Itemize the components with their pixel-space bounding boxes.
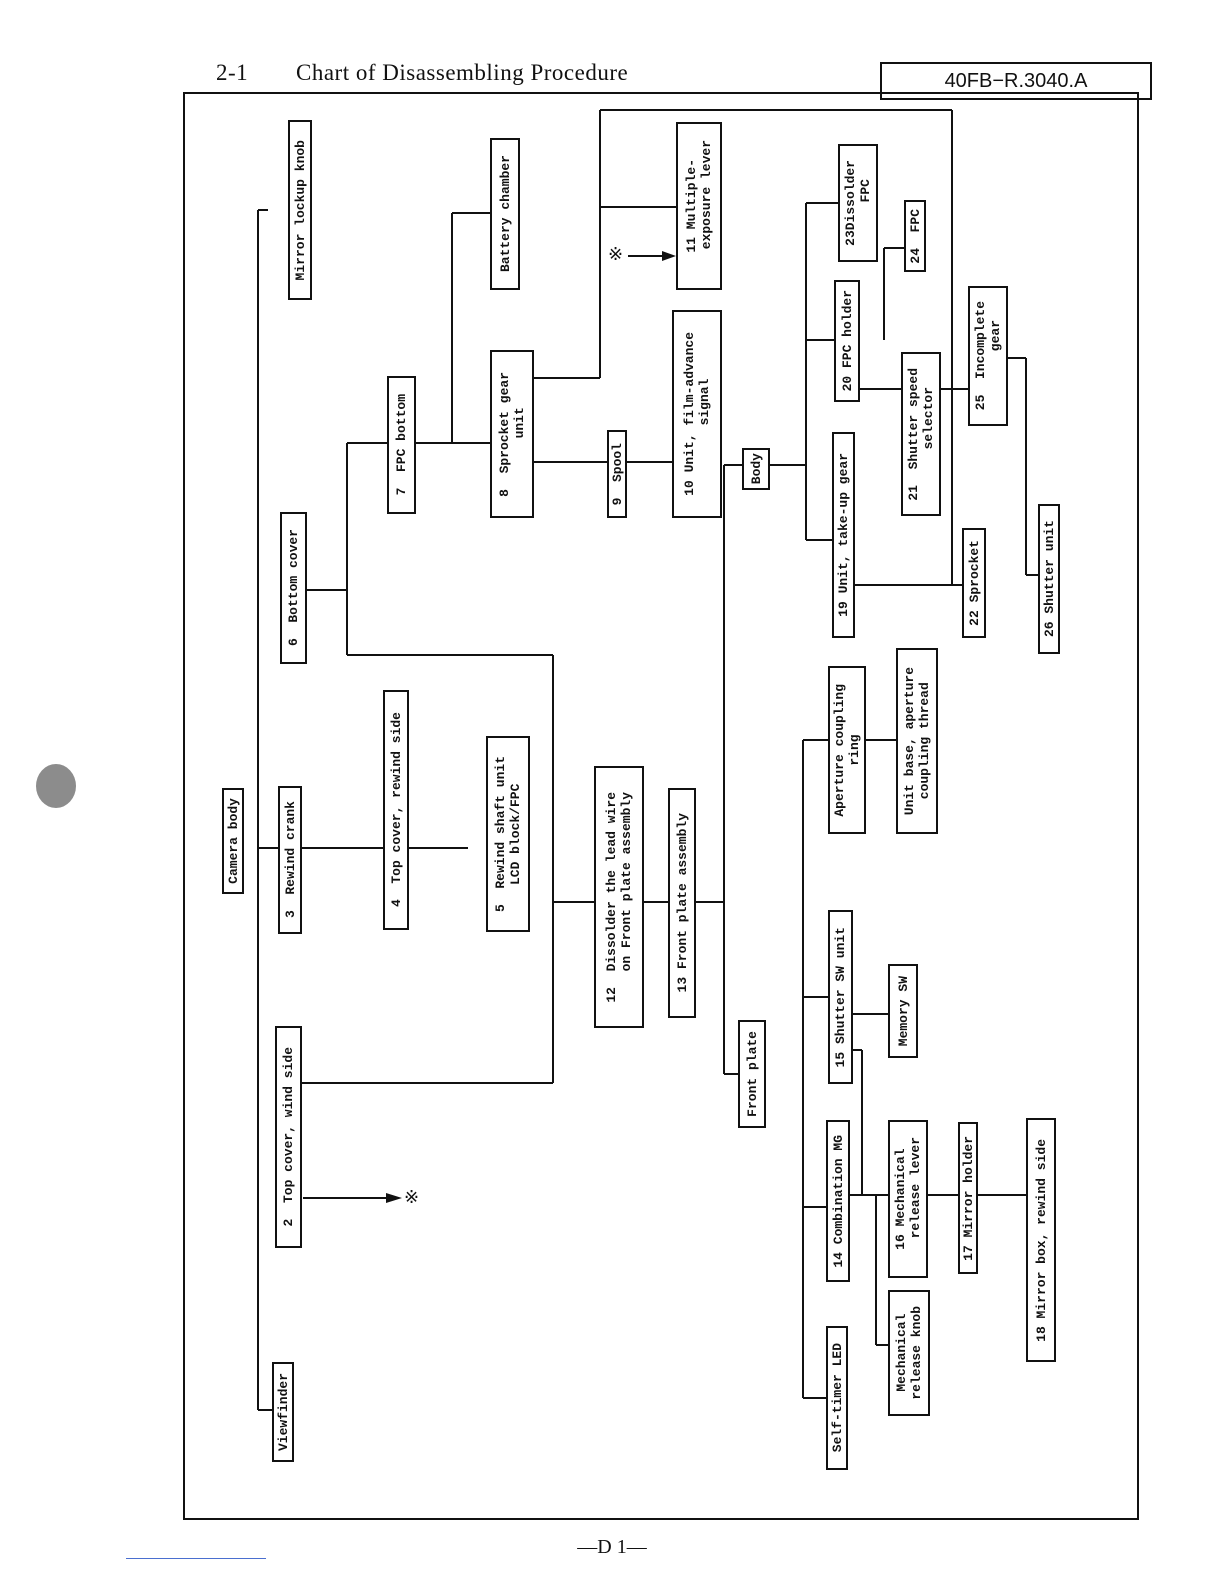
node-4-top-cover-rewind-side: 4 Top cover, rewind side xyxy=(383,690,409,930)
node-19-take-up-gear: 19 Unit, take-up gear xyxy=(832,432,855,638)
document-number: 40FB−R.3040.A xyxy=(880,62,1152,100)
section-heading: 2-1 Chart of Disassembling Procedure xyxy=(216,60,628,86)
node-24-fpc: 24 FPC xyxy=(904,200,926,272)
node-15-shutter-sw-unit: 15 Shutter SW unit xyxy=(828,910,853,1084)
page-number: —D 1— xyxy=(577,1536,647,1558)
node-14-combination-mg: 14 Combination MG xyxy=(826,1120,850,1282)
node-mirror-lockup-knob: Mirror lockup knob xyxy=(288,120,312,300)
reference-mark: ※ xyxy=(608,244,624,265)
node-camera-body: Camera body xyxy=(222,788,244,894)
node-aperture-coupling-ring: Aperture coupling ring xyxy=(828,666,866,834)
reference-mark: ※ xyxy=(404,1187,420,1208)
page-title: Chart of Disassembling Procedure xyxy=(296,60,629,85)
node-8-sprocket-gear-unit: 8 Sprocket gear unit xyxy=(490,350,534,518)
chart-frame xyxy=(183,92,1139,1520)
node-self-timer-led: Self-timer LED xyxy=(826,1326,848,1470)
node-17-mirror-holder: 17 Mirror holder xyxy=(958,1122,978,1274)
node-5-rewind-shaft-unit: 5 Rewind shaft unit LCD block/FPC xyxy=(486,736,530,932)
node-22-sprocket: 22 Sprocket xyxy=(962,528,986,638)
blue-rule xyxy=(126,1558,266,1559)
node-viewfinder: Viewfinder xyxy=(272,1362,294,1462)
node-20-fpc-holder: 20 FPC holder xyxy=(834,280,860,402)
node-6-bottom-cover: 6 Bottom cover xyxy=(280,512,307,664)
node-battery-chamber: Battery chamber xyxy=(490,138,520,290)
node-26-shutter-unit: 26 Shutter unit xyxy=(1038,504,1060,654)
node-23-dissolder-fpc: 23Dissolder FPC xyxy=(838,144,878,262)
node-16-mechanical-release-lever: 16 Mechanical release lever xyxy=(888,1120,928,1278)
node-body: Body xyxy=(742,448,770,490)
node-3-rewind-crank: 3 Rewind crank xyxy=(278,786,302,934)
node-unit-base-aperture-coupling-thread: Unit base, aperture coupling thread xyxy=(896,648,938,834)
node-7-fpc-bottom: 7 FPC bottom xyxy=(387,376,416,514)
node-18-mirror-box-rewind-side: 18 Mirror box, rewind side xyxy=(1026,1118,1056,1362)
node-11-multiple-exposure-lever: 11 Multiple- exposure lever xyxy=(676,122,722,290)
node-2-top-cover-wind-side: 2 Top cover, wind side xyxy=(275,1026,302,1248)
node-memory-sw: Memory SW xyxy=(888,964,918,1058)
node-25-incomplete-gear: 25 Incomplete gear xyxy=(968,286,1008,426)
node-9-spool: 9 Spool xyxy=(607,430,627,518)
node-mechanical-release-knob: Mechanical release knob xyxy=(888,1290,930,1416)
node-13-front-plate-assembly: 13 Front plate assembly xyxy=(668,788,696,1018)
node-10-film-advance-signal: 10 Unit, film-advance signal xyxy=(672,310,722,518)
section-number: 2-1 xyxy=(216,60,249,85)
punch-hole-mark xyxy=(36,764,76,808)
node-12-dissolder-lead-wire: 12 Dissolder the lead wire on Front plat… xyxy=(594,766,644,1028)
node-front-plate: Front plate xyxy=(738,1020,766,1128)
node-21-shutter-speed-selector: 21 Shutter speed selector xyxy=(901,352,941,516)
